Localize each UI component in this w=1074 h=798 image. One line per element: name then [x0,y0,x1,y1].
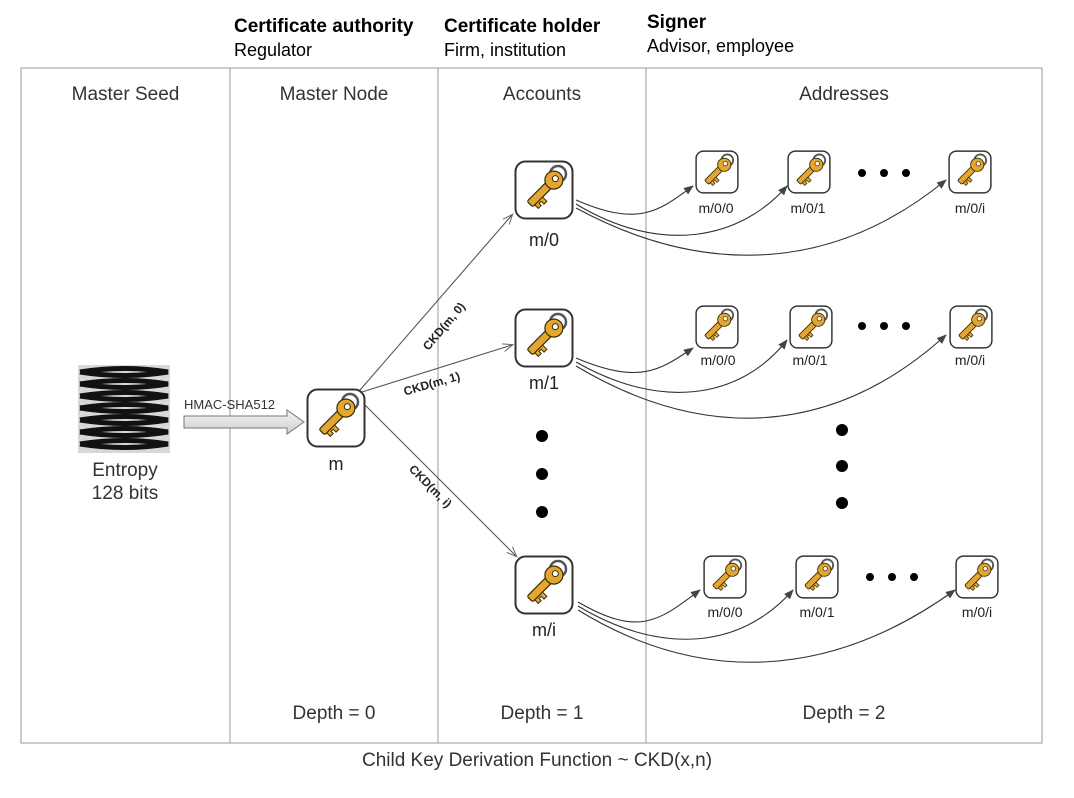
account-label: m/0 [528,230,559,250]
address-key-icon [955,555,999,599]
account-key-icon [514,160,574,220]
entropy-line2: 128 bits [91,483,159,504]
address-label: m/0/i [954,200,986,216]
address-label: m/0/1 [792,352,828,368]
ckd-arrow-1 [361,345,512,393]
address-key-icon [703,555,747,599]
role-title: Certificate holder [444,16,601,37]
entropy-graphic [78,365,170,453]
address-key-icon [948,150,992,194]
column-header-addresses: Addresses [799,84,889,105]
ellipsis-dots [536,169,918,581]
diagram-frame [20,67,1043,744]
role-certificate-holder: Certificate holder Firm, institution [444,15,600,61]
entropy-label: Entropy 128 bits [70,459,180,505]
column-header-master-seed: Master Seed [71,84,180,105]
column-header-master-node: Master Node [279,84,389,105]
column-header-accounts: Accounts [502,84,582,105]
address-label: m/0/0 [698,200,734,216]
depth-label-1: Depth = 1 [500,703,584,724]
ckd-arrow-i [359,399,516,556]
address-label: m/0/1 [799,604,835,620]
master-key-icon [306,388,366,448]
hmac-label: HMAC-SHA512 [184,397,276,412]
master-key-label: m [328,454,344,474]
role-subtitle: Advisor, employee [647,36,795,56]
address-label: m/0/i [954,352,986,368]
account-label: m/1 [528,373,559,393]
ckd-arrow-0 [359,215,512,391]
address-key-icon [787,150,831,194]
role-subtitle: Regulator [234,40,313,60]
account-key-icon [514,308,574,368]
address-key-icon [949,305,993,349]
diagram-caption: Child Key Derivation Function ~ CKD(x,n) [361,750,713,771]
role-subtitle: Firm, institution [444,40,567,60]
depth-label-0: Depth = 0 [292,703,376,724]
address-key-icon [795,555,839,599]
account-key-icon [514,555,574,615]
role-signer: Signer Advisor, employee [647,11,794,57]
address-label: m/0/0 [707,604,743,620]
account-label: m/i [532,620,556,640]
address-label: m/0/1 [790,200,826,216]
address-key-icon [695,305,739,349]
address-key-icon [695,150,739,194]
depth-label-2: Depth = 2 [802,703,886,724]
address-label: m/0/0 [700,352,736,368]
entropy-line1: Entropy [92,460,158,481]
role-certificate-authority: Certificate authority Regulator [234,15,413,61]
address-key-icon [789,305,833,349]
address-label: m/0/i [961,604,993,620]
role-title: Certificate authority [234,16,414,37]
role-title: Signer [647,12,707,33]
hmac-arrow [183,409,305,435]
